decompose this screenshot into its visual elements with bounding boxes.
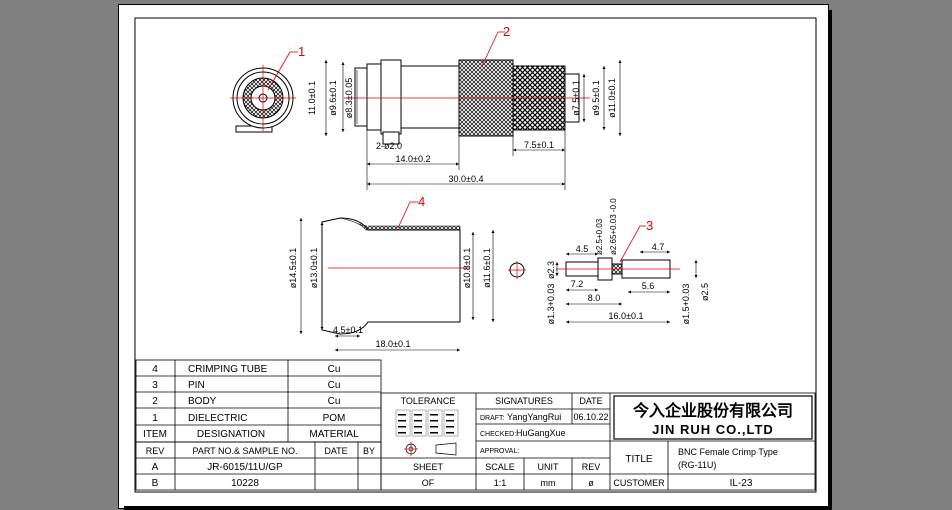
- company-name-cn: 今入企业股份有限公司: [632, 401, 793, 420]
- rev-header-rev: REV: [146, 446, 165, 456]
- tolerance-table-icon: [395, 409, 459, 437]
- title-value-line2: (RG-11U): [678, 460, 716, 470]
- callout-3: 3: [619, 218, 653, 263]
- signatures-label: SIGNATURES: [495, 396, 553, 406]
- bom-header-material: MATERIAL: [309, 429, 359, 440]
- dim-d3: ø7.5±0.1: [571, 80, 581, 115]
- rev-header-by: BY: [363, 446, 375, 456]
- tube-dim-d1: ø14.5±0.1: [288, 248, 298, 288]
- pin-end-view: [508, 261, 526, 279]
- bom-designation: PIN: [188, 380, 205, 391]
- callout-2: 2: [481, 24, 510, 67]
- customer-value: IL-23: [730, 478, 753, 489]
- unit-value: mm: [541, 478, 556, 488]
- callout-3-label: 3: [646, 218, 653, 233]
- tolerance-label: TOLERANCE: [401, 396, 456, 406]
- rev-header-date: DATE: [324, 446, 347, 456]
- draft-date: 06.10.22: [573, 412, 608, 422]
- bom-designation: CRIMPING TUBE: [188, 364, 268, 375]
- pin-dim-top-a: 4.5: [576, 244, 589, 254]
- dim-d5: ø11.0±0.1: [607, 78, 617, 118]
- callout-4-label: 4: [418, 194, 425, 209]
- callout-1-label: 1: [298, 44, 305, 59]
- rev-row-rev: B: [152, 478, 159, 489]
- draft-label: DRAFT:: [480, 415, 505, 422]
- dim-slot: 2-ø2.0: [376, 141, 402, 151]
- bom-item: 2: [152, 396, 158, 407]
- sheet-shadow-right: [829, 10, 832, 509]
- tube-dim-d3: ø10.8±0.1: [462, 248, 472, 288]
- projection-symbol-icon: [404, 442, 457, 456]
- bom-designation: BODY: [188, 396, 217, 407]
- tube-view: [321, 217, 470, 335]
- dim-len1: 14.0±0.2: [396, 154, 431, 164]
- dim-d2: ø8.3±0.05: [344, 78, 354, 118]
- pin-dim-l1: 7.2: [571, 279, 584, 289]
- pin-dim-top-b: ø2.5+0.03: [595, 218, 604, 255]
- rev-header-part: PART NO.& SAMPLE NO.: [192, 446, 297, 456]
- pin-dim-right-d: ø1.5+0.03: [681, 284, 691, 325]
- side-view-dimensions: [324, 60, 622, 190]
- dim-knurl-len: 7.5±0.1: [524, 140, 554, 150]
- tube-dim-len: 18.0±0.1: [376, 339, 411, 349]
- bom-item: 4: [152, 364, 158, 375]
- scale-value: 1:1: [494, 478, 507, 488]
- pin-dim-top-c: ø2.65+0.03 -0.0: [609, 198, 618, 255]
- customer-label: CUSTOMER: [613, 478, 665, 488]
- unit-label: UNIT: [538, 462, 559, 472]
- title-value-line1: BNC Female Crimp Type: [678, 447, 778, 457]
- date-label: DATE: [579, 396, 602, 406]
- scale-label: SCALE: [485, 462, 515, 472]
- inner-frame: [134, 17, 817, 493]
- tube-dim-d2: ø13.0±0.1: [309, 248, 319, 288]
- callout-1: 1: [267, 44, 305, 91]
- bom-item: 1: [152, 413, 158, 424]
- bom-designation: DIELECTRIC: [188, 413, 247, 424]
- pin-dim-l3: 8.0: [588, 293, 601, 303]
- pin-dim-left-d2: ø1.3+0.03: [546, 284, 556, 325]
- bom-material: POM: [323, 413, 346, 424]
- dim-d4: ø9.5±0.1: [591, 80, 601, 115]
- tube-view-dimensions: [299, 218, 495, 352]
- draft-name: YangYangRui: [507, 412, 561, 422]
- end-view: [230, 65, 296, 133]
- pin-dim-top-d: 4.7: [652, 242, 665, 252]
- rev-row-part: 10228: [231, 478, 259, 489]
- title-label: TITLE: [625, 454, 653, 465]
- sheet-shadow-bottom: [124, 506, 832, 510]
- approval-label: APPROVAL:: [480, 448, 519, 455]
- tube-dim-d4: ø11.6±0.1: [482, 248, 492, 288]
- bom-item: 3: [152, 380, 158, 391]
- pin-dim-left-d: ø2.3: [546, 261, 556, 279]
- bom-material: Cu: [328, 364, 341, 375]
- tube-dim-flange: 4.5±0.1: [333, 325, 363, 335]
- side-view: [344, 59, 590, 145]
- rev-row-rev: A: [152, 462, 159, 473]
- checked-name: HuGangXue: [516, 428, 566, 438]
- pin-dim-l2: 5.6: [642, 281, 655, 291]
- rev-label: REV: [582, 462, 601, 472]
- company-name-en: JIN RUH CO.,LTD: [652, 422, 774, 437]
- callout-2-label: 2: [503, 24, 510, 39]
- pin-view: [556, 257, 680, 281]
- dim-len-total: 30.0±0.4: [449, 174, 484, 184]
- bom-material: Cu: [328, 396, 341, 407]
- pin-dim-l4: 16.0±0.1: [609, 311, 644, 321]
- sheet-label: SHEET: [413, 462, 444, 472]
- title-block: [380, 392, 816, 491]
- pin-dim-right-d2: ø2.5: [700, 283, 710, 301]
- bom-header-designation: DESIGNATION: [197, 429, 265, 440]
- callout-4: 4: [397, 194, 425, 229]
- rev-value: ø: [588, 478, 594, 488]
- bom-header-item: ITEM: [143, 429, 167, 440]
- rev-row-part: JR-6015/11U/GP: [207, 462, 283, 473]
- dim-d1: ø9.6±0.1: [328, 80, 338, 115]
- bom-material: Cu: [328, 380, 341, 391]
- pin-view-dimensions: [555, 250, 698, 324]
- dim-outer-height: 11.0±0.1: [307, 81, 317, 115]
- checked-label: CHECKED:: [480, 431, 516, 438]
- sheet-value: OF: [422, 478, 435, 488]
